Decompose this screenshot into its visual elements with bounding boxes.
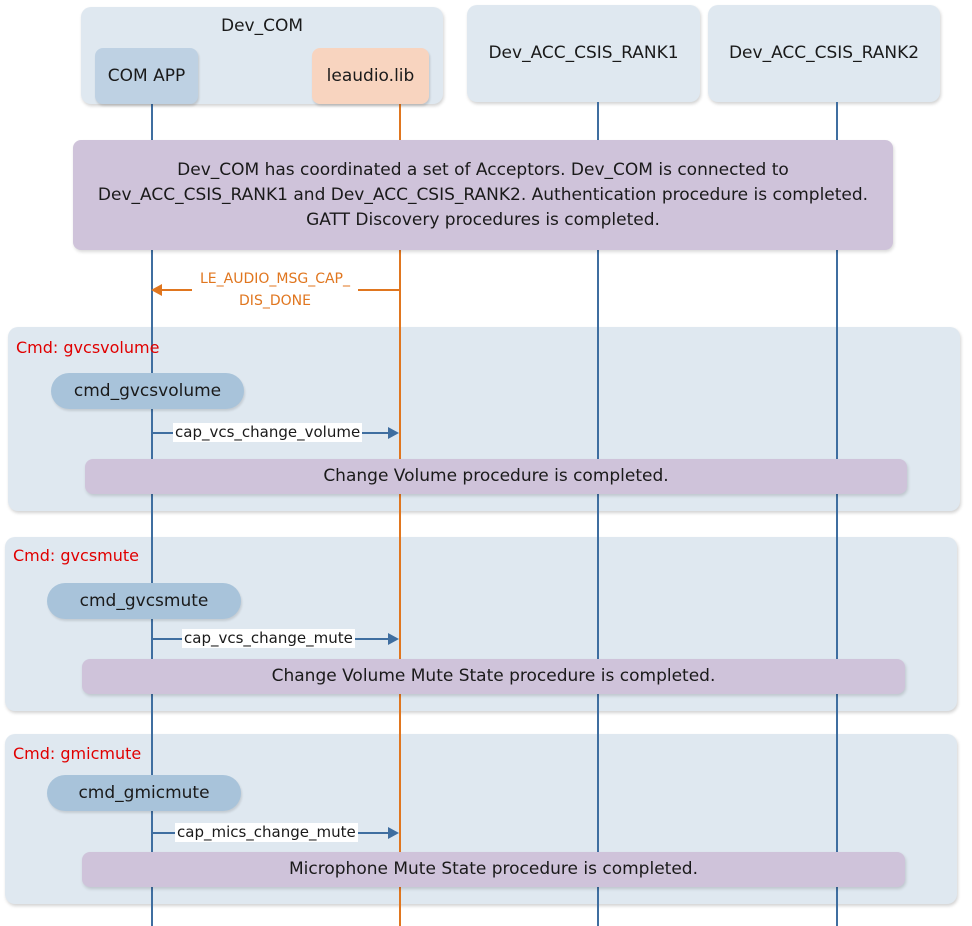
vcs-change-mute-arrowhead xyxy=(388,633,399,645)
leaudio-lib-lifeline xyxy=(399,104,401,926)
rank1-lifeline xyxy=(597,102,599,926)
vcs-change-mute-label: cap_vcs_change_mute xyxy=(182,629,355,648)
rank2-panel xyxy=(708,5,940,102)
dis-done-arrowhead xyxy=(151,284,162,296)
change-volume-result-note: Change Volume procedure is completed. xyxy=(85,459,907,494)
intro-note-line-2: Dev_ACC_CSIS_RANK1 and Dev_ACC_CSIS_RANK… xyxy=(97,184,869,205)
vcs-change-volume-arrowhead xyxy=(388,427,399,439)
mic-mute-result-note: Microphone Mute State procedure is compl… xyxy=(82,852,905,887)
dis-done-arrow-line-right xyxy=(358,289,400,291)
leaudio-lib-actor: leaudio.lib xyxy=(312,48,429,104)
dis-done-message: LE_AUDIO_MSG_CAP_ DIS_DONE xyxy=(188,268,362,312)
cmd-gmicmute-pill: cmd_gmicmute xyxy=(47,775,241,811)
intro-note-line-3: GATT Discovery procedures is completed. xyxy=(306,209,660,230)
mics-change-mute-arrowhead xyxy=(388,827,399,839)
vcs-change-volume-label: cap_vcs_change_volume xyxy=(173,423,363,442)
intro-note-line-1: Dev_COM has coordinated a set of Accepto… xyxy=(177,159,789,180)
change-mute-result-note: Change Volume Mute State procedure is co… xyxy=(82,659,905,694)
cmd-gvcsmute-pill: cmd_gvcsmute xyxy=(47,583,241,619)
section-label-gmicmute: Cmd: gmicmute xyxy=(13,744,142,763)
mics-change-mute-label: cap_mics_change_mute xyxy=(175,823,358,842)
dis-done-line-1: LE_AUDIO_MSG_CAP_ xyxy=(199,271,350,287)
rank2-title: Dev_ACC_CSIS_RANK2 xyxy=(728,43,920,63)
dev-com-title: Dev_COM xyxy=(220,16,304,36)
dis-done-arrow-line-left xyxy=(162,289,192,291)
dis-done-line-2: DIS_DONE xyxy=(239,293,311,309)
section-label-gvcsvolume: Cmd: gvcsvolume xyxy=(16,338,160,357)
rank1-title: Dev_ACC_CSIS_RANK1 xyxy=(488,43,679,63)
rank1-panel xyxy=(467,5,700,102)
com-app-lifeline xyxy=(151,104,153,926)
rank2-lifeline xyxy=(836,102,838,926)
cmd-gvcsvolume-pill: cmd_gvcsvolume xyxy=(51,373,244,409)
intro-note: Dev_COM has coordinated a set of Accepto… xyxy=(73,140,893,250)
com-app-actor: COM APP xyxy=(95,48,198,104)
section-label-gvcsmute: Cmd: gvcsmute xyxy=(13,546,139,565)
